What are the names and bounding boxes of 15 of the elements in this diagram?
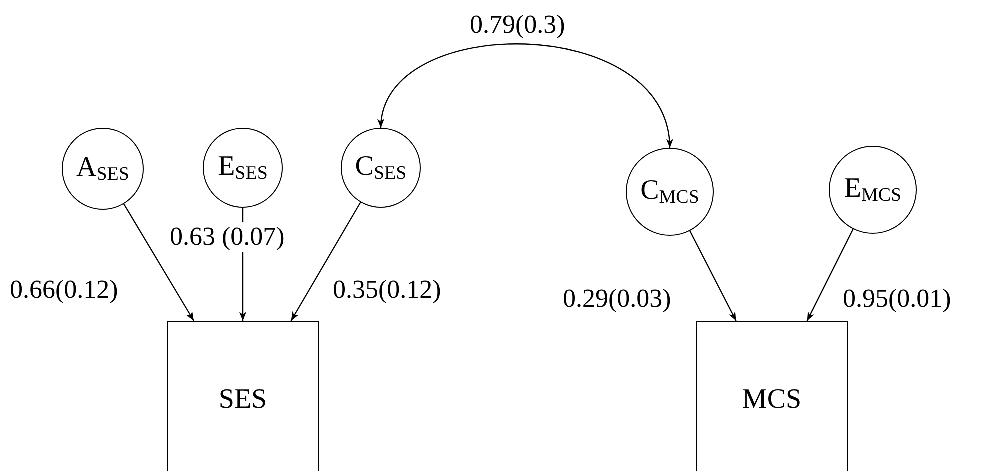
arrow	[124, 204, 195, 322]
arrow	[290, 202, 362, 322]
variable-label: MCS	[742, 384, 802, 416]
variable-label: E$_{SES}$	[218, 151, 268, 185]
variable-label: SES	[218, 384, 268, 416]
variable-label: A$_{SES}$	[76, 152, 130, 186]
edge-label: 0.63 (0.07)	[168, 222, 287, 252]
double-headed-arrow	[379, 44, 672, 148]
observed-variable-box	[167, 321, 319, 471]
arrow	[806, 229, 854, 322]
variable-label: C$_{MCS}$	[640, 175, 700, 209]
observed-variable-box	[696, 321, 848, 471]
arrow	[690, 230, 737, 322]
variable-label: E$_{MCS}$	[844, 173, 902, 207]
variable-label: C$_{SES}$	[355, 151, 407, 185]
